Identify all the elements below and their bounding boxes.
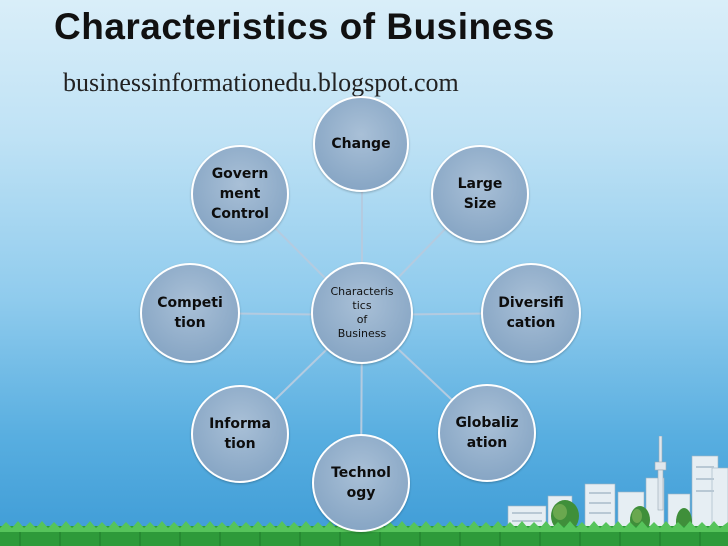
node-center-characteristics: Characteris tics of Business xyxy=(311,262,413,364)
node-information: Informa tion xyxy=(191,385,289,483)
slide-title: Characteristics of Business xyxy=(54,6,555,47)
blog-url: businessinformationedu.blogspot.com xyxy=(63,68,459,97)
node-diversification: Diversifi cation xyxy=(481,263,581,363)
node-government-control: Govern ment Control xyxy=(191,145,289,243)
node-change: Change xyxy=(313,96,409,192)
node-technology: Technol ogy xyxy=(312,434,410,532)
node-competition: Competi tion xyxy=(140,263,240,363)
node-large-size: Large Size xyxy=(431,145,529,243)
node-globalization: Globaliz ation xyxy=(438,384,536,482)
